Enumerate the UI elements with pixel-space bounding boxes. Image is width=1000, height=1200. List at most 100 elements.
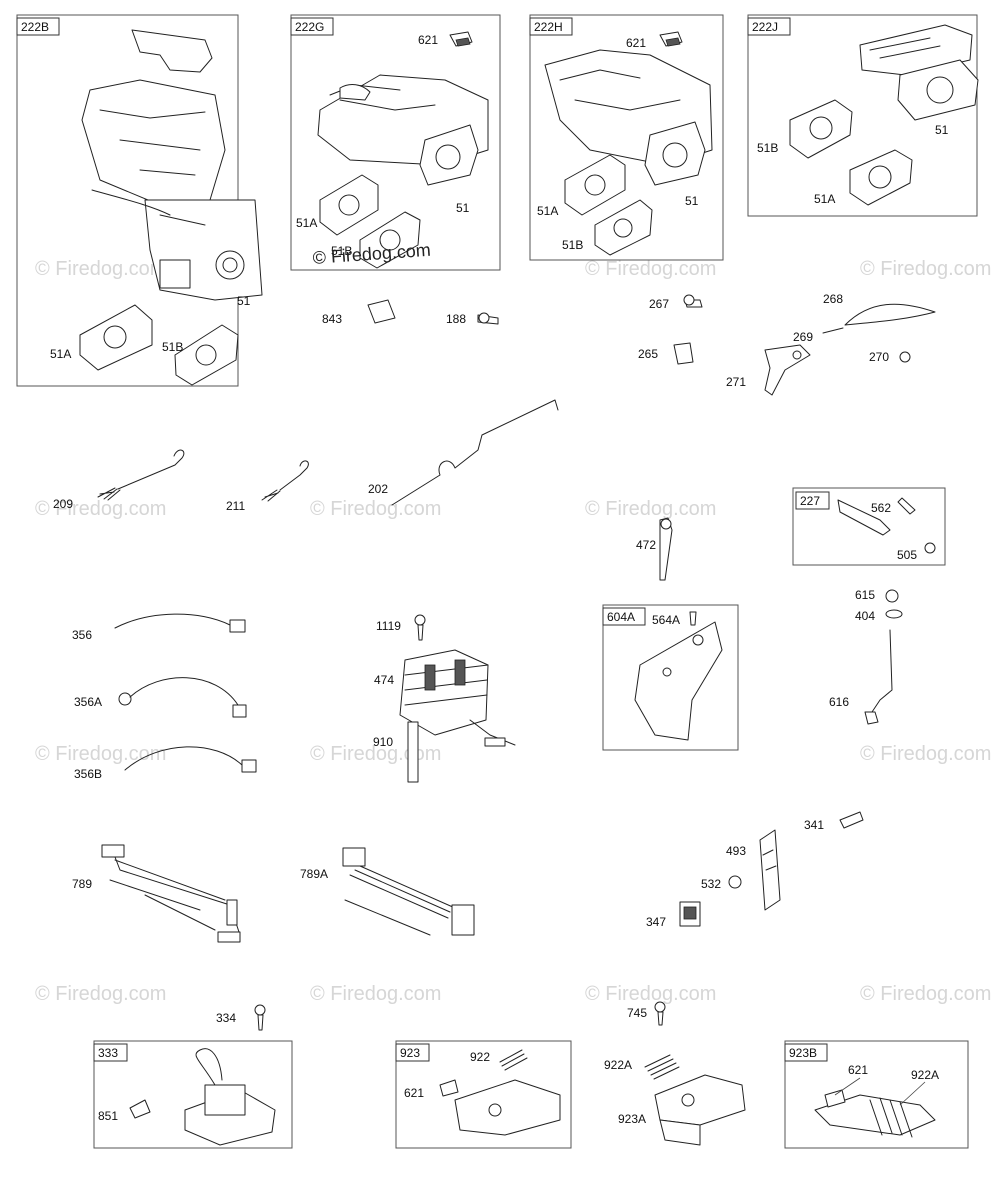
part-269[interactable]: 269	[793, 327, 844, 344]
part-922a-spring[interactable]: 922A	[604, 1054, 680, 1080]
part-label: 51B	[562, 238, 583, 252]
screw	[689, 611, 697, 626]
group-604a[interactable]: 604A 564A	[602, 604, 739, 751]
part-211-spring[interactable]: 211	[226, 460, 309, 513]
part-615[interactable]: 615	[855, 588, 899, 603]
group-tag-box	[784, 1043, 828, 1062]
part-267[interactable]: 267	[649, 294, 703, 311]
nut	[924, 542, 936, 554]
part-label: 51A	[50, 347, 71, 361]
group-923b[interactable]: 923B 621 922A	[784, 1040, 969, 1149]
part-356a-wire[interactable]: 356A	[74, 677, 247, 718]
clip-851	[129, 1099, 151, 1119]
group-tag: 923B	[789, 1046, 817, 1060]
group-frame	[395, 1040, 572, 1149]
part-209-spring[interactable]: 209	[53, 449, 185, 511]
group-frame	[529, 14, 724, 261]
watermark: © Firedog.com	[585, 498, 716, 520]
part-label: 270	[869, 350, 889, 364]
group-tag-box	[529, 17, 573, 36]
part-label: 843	[322, 312, 342, 326]
group-923[interactable]: 923 922 621	[395, 1040, 572, 1149]
group-333[interactable]: 333 851	[93, 1040, 293, 1149]
watermark: © Firedog.com	[860, 983, 991, 1005]
part-923a-bracket[interactable]: 923A	[618, 1074, 746, 1146]
part-202-link[interactable]: 202	[368, 399, 559, 506]
part-label: 341	[804, 818, 824, 832]
group-tag-box	[395, 1043, 430, 1062]
shroud-hole	[692, 634, 704, 646]
watermark: © Firedog.com	[310, 983, 441, 1005]
group-tag-box	[93, 1043, 128, 1062]
group-222h[interactable]: 222H 621 51 51A 51B	[529, 14, 724, 261]
group-tag: 222B	[21, 20, 49, 34]
part-label: 268	[823, 292, 843, 306]
part-188[interactable]: 188	[446, 312, 499, 326]
part-label: 356B	[74, 767, 102, 781]
part-910[interactable]: 910	[373, 721, 419, 783]
gasket-51a	[79, 304, 153, 371]
part-label: 562	[871, 501, 891, 515]
lead-wire	[195, 1048, 223, 1086]
part-356-wire[interactable]: 356	[72, 613, 246, 642]
bracket	[454, 1079, 561, 1136]
part-789a-harness[interactable]: 789A	[300, 847, 475, 936]
part-label: 51	[456, 201, 470, 215]
part-472[interactable]: 472	[636, 517, 673, 581]
group-tag: 227	[800, 494, 820, 508]
gasket-51b	[594, 199, 653, 256]
part-745[interactable]: 745	[627, 1001, 666, 1026]
group-tag: 923	[400, 1046, 420, 1060]
group-tag: 222G	[295, 20, 324, 34]
coil-body	[204, 1084, 246, 1116]
part-268-cable[interactable]: 268	[823, 292, 936, 326]
part-label: 922A	[604, 1058, 632, 1072]
part-label: 51B	[757, 141, 778, 155]
part-532[interactable]: 532	[701, 875, 742, 891]
part-label: 51A	[537, 204, 558, 218]
part-341[interactable]: 341	[804, 811, 864, 832]
watermark: © Firedog.com	[35, 258, 166, 280]
watermark: © Firedog.com	[585, 983, 716, 1005]
part-404[interactable]: 404	[855, 609, 903, 623]
gasket-51a	[849, 149, 913, 206]
part-270[interactable]: 270	[869, 350, 911, 364]
part-271[interactable]: 271	[726, 344, 811, 396]
part-label: 269	[793, 330, 813, 344]
part-265[interactable]: 265	[638, 342, 694, 365]
part-493[interactable]: 493	[726, 829, 781, 911]
group-frame	[93, 1040, 293, 1149]
part-label: 1119	[376, 619, 401, 633]
part-356b-wire[interactable]: 356B	[74, 746, 257, 781]
group-frame	[784, 1040, 969, 1149]
spring-922a	[869, 1097, 913, 1138]
group-227[interactable]: 227 562 505	[792, 487, 946, 566]
group-222b[interactable]: 222B 51 51A 51B	[16, 14, 263, 387]
part-1119[interactable]: 1119	[376, 614, 426, 641]
part-616[interactable]: 616	[829, 629, 893, 725]
screw	[897, 497, 916, 515]
part-347[interactable]: 347	[646, 901, 701, 929]
part-label: 347	[646, 915, 666, 929]
group-tag: 333	[98, 1046, 118, 1060]
part-label: 356A	[74, 695, 102, 709]
group-tag-box	[602, 607, 646, 626]
part-label: 188	[446, 312, 466, 326]
part-label: 267	[649, 297, 669, 311]
clip-621	[439, 1079, 459, 1097]
part-334[interactable]: 334	[216, 1004, 266, 1031]
part-label: 745	[627, 1006, 647, 1020]
group-222g[interactable]: 222G 621 51 51A 51B	[290, 14, 501, 271]
part-label: 472	[636, 538, 656, 552]
part-label: 621	[404, 1086, 424, 1100]
clip-621	[824, 1089, 846, 1108]
part-843[interactable]: 843	[322, 299, 396, 326]
part-474-armature[interactable]: 474	[374, 649, 516, 747]
group-222j[interactable]: 222J 51 51B 51A	[747, 14, 979, 217]
part-789-harness[interactable]: 789	[72, 844, 241, 943]
part-label: 532	[701, 877, 721, 891]
watermark: © Firedog.com	[860, 743, 991, 765]
part-label: 616	[829, 695, 849, 709]
